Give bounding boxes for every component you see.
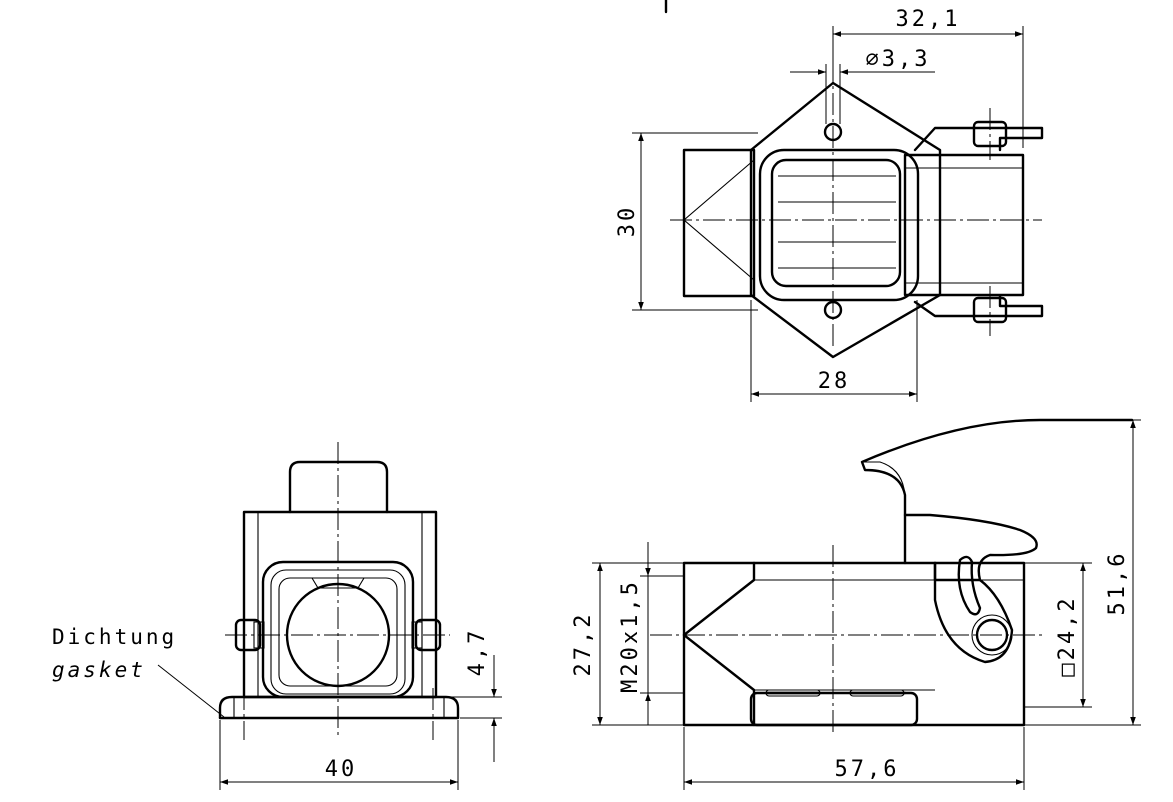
top-view: 32,1 ⌀3,3 30 28 [615,7,1044,402]
top-lever-arm-lower [913,294,1044,318]
dim-height: 30 [615,205,640,238]
dim-flange-width: 28 [818,369,851,394]
dim-flange-height: 4,7 [465,628,490,677]
gasket-label-de: Dichtung [52,625,177,649]
side-lever-slot [957,555,982,616]
top-hex-flange [749,81,942,359]
dim-square: □24,2 [1055,595,1080,676]
dim-thread: M20x1,5 [618,579,643,693]
gasket-label-en: gasket [52,658,146,682]
dim-total-height: 51,6 [1105,551,1130,616]
side-view: 27,2 M20x1,5 □24,2 51,6 57,6 [571,418,1141,790]
dim-outer-height: 27,2 [571,612,596,677]
dim-hole-diameter: ⌀3,3 [866,47,931,72]
top-lever-arm-upper [913,126,1044,152]
front-base-flange [218,695,460,720]
side-base-flange [749,691,919,727]
side-hook-lever [860,418,1134,517]
top-right-body [903,153,1025,297]
side-latch-housing [903,513,1038,582]
gasket-leader-line [157,664,225,718]
front-housing [242,510,438,699]
dim-length: 57,6 [835,757,900,782]
dim-width-overall: 32,1 [896,7,961,32]
side-lever-arm [933,561,1014,664]
top-entry-body [682,148,756,298]
front-view: Dichtung gasket 4,7 40 [52,442,502,790]
top-contact-window [770,158,902,288]
side-entry-cone [682,561,756,727]
top-flange-inner [758,148,920,302]
dim-base-width: 40 [325,757,358,782]
